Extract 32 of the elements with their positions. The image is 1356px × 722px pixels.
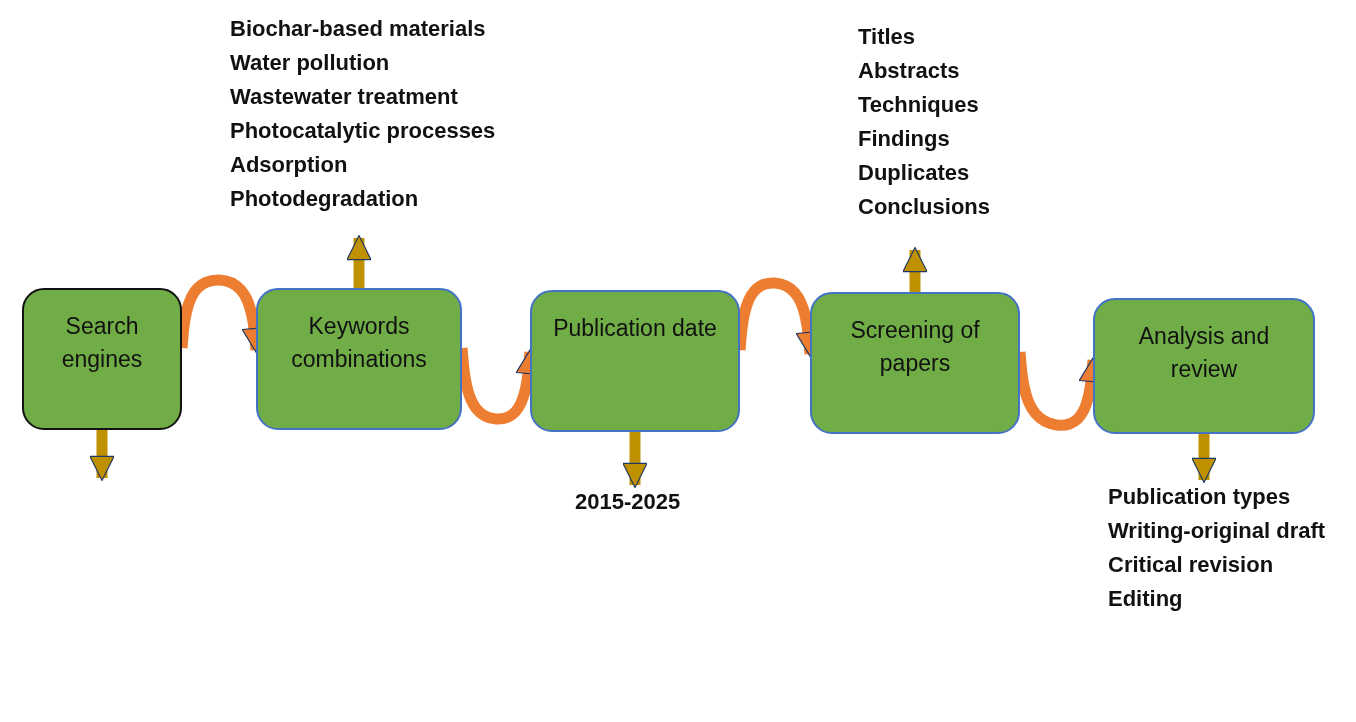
block-arrow <box>89 430 115 481</box>
box-label: Keywords combinations <box>290 312 428 375</box>
block-arrow <box>1191 434 1217 483</box>
process-box <box>256 288 462 430</box>
list-item: Wastewater treatment <box>230 83 458 111</box>
process-box <box>1093 298 1315 434</box>
list-item: Abstracts <box>858 57 960 85</box>
box-label: Screening of papers <box>849 316 981 379</box>
list-item: Photocatalytic processes <box>230 117 496 145</box>
list-item: Writing-original draft <box>1108 517 1326 545</box>
list-item: Adsorption <box>230 151 348 179</box>
list-item: Critical revision <box>1108 551 1274 579</box>
list-item: Editing <box>1108 585 1183 613</box>
list-item: Techniques <box>858 91 979 119</box>
list-item: Biochar-based materials <box>230 15 486 43</box>
block-arrow <box>622 432 648 488</box>
process-box <box>22 288 182 430</box>
box-label: Search engines <box>60 312 144 375</box>
list-item: Titles <box>858 23 916 51</box>
box-label: Publication date <box>552 314 718 343</box>
block-arrow <box>346 235 372 288</box>
box-label: Analysis and review <box>1137 322 1271 385</box>
list-item: Conclusions <box>858 193 990 221</box>
process-box <box>530 290 740 432</box>
list-item: Water pollution <box>230 49 390 77</box>
list-item: Duplicates <box>858 159 970 187</box>
list-item: Photodegradation <box>230 185 419 213</box>
list-item: Publication types <box>1108 483 1291 511</box>
list-item: Findings <box>858 125 950 153</box>
block-arrow <box>902 247 928 292</box>
process-box <box>810 292 1020 434</box>
list-item: 2015-2025 <box>575 488 681 516</box>
